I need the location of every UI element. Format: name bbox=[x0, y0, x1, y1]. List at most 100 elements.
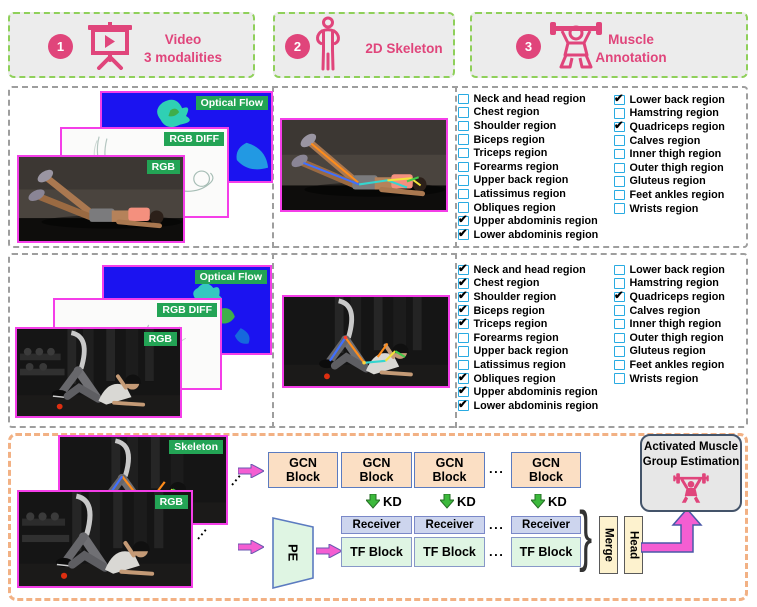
muscle-region-item: Forearms region bbox=[458, 160, 598, 174]
checkbox-unchecked-icon[interactable] bbox=[614, 346, 625, 357]
muscle-region-label: Neck and head region bbox=[473, 263, 586, 276]
muscle-region-item: Wrists region bbox=[614, 372, 725, 386]
checkbox-checked-icon[interactable]: ✔ bbox=[458, 276, 469, 289]
rgb-input-image: RGB bbox=[17, 490, 193, 588]
muscle-region-item: Shoulder region bbox=[458, 119, 598, 133]
muscle-region-item: Outer thigh region bbox=[614, 161, 725, 175]
checkbox-unchecked-icon[interactable] bbox=[614, 318, 625, 330]
muscle-region-item: Latissimus region bbox=[458, 187, 598, 201]
output-arrow-icon bbox=[641, 507, 703, 553]
checkbox-checked-icon[interactable]: ✔ bbox=[614, 120, 625, 133]
checkbox-unchecked-icon[interactable] bbox=[458, 120, 469, 132]
checkbox-checked-icon[interactable]: ✔ bbox=[458, 227, 469, 240]
checkbox-unchecked-icon[interactable] bbox=[458, 188, 469, 200]
activated-muscle-estimation-box: Activated Muscle Group Estimation bbox=[640, 434, 742, 512]
skeleton-badge: Skeleton bbox=[169, 440, 223, 454]
muscle-region-label: Lower abdominis region bbox=[473, 228, 599, 241]
checkbox-checked-icon[interactable]: ✔ bbox=[458, 304, 469, 316]
checkbox-unchecked-icon[interactable] bbox=[614, 148, 625, 160]
checkbox-checked-icon[interactable]: ✔ bbox=[458, 398, 469, 411]
optical-flow-badge: Optical Flow bbox=[195, 96, 268, 110]
rgb-diff-badge: RGB DIFF bbox=[164, 132, 224, 146]
merge-block: Merge bbox=[599, 516, 618, 574]
checkbox-unchecked-icon[interactable] bbox=[458, 359, 469, 371]
checkbox-unchecked-icon[interactable] bbox=[614, 135, 625, 146]
checkbox-unchecked-icon[interactable] bbox=[458, 147, 469, 159]
checkbox-unchecked-icon[interactable] bbox=[614, 305, 625, 316]
tf-block-3: TF Block bbox=[511, 537, 581, 567]
muscle-region-label: Triceps region bbox=[473, 147, 548, 160]
checkmark-icon: ✔ bbox=[458, 290, 468, 303]
checkbox-unchecked-icon[interactable] bbox=[614, 108, 625, 119]
checkbox-unchecked-icon[interactable] bbox=[458, 161, 469, 173]
checkbox-unchecked-icon[interactable] bbox=[614, 162, 625, 174]
kd-transfer-1: KD bbox=[366, 494, 402, 509]
muscle-region-label: Lower back region bbox=[629, 263, 725, 276]
checkbox-unchecked-icon[interactable] bbox=[614, 176, 625, 187]
checkbox-checked-icon[interactable]: ✔ bbox=[458, 214, 469, 227]
checkbox-unchecked-icon[interactable] bbox=[458, 332, 469, 344]
checkbox-unchecked-icon[interactable] bbox=[458, 134, 469, 145]
checkbox-checked-icon[interactable]: ✔ bbox=[458, 317, 469, 330]
muscle-region-item: Feet ankles region bbox=[614, 358, 725, 372]
muscle-region-label: Chest region bbox=[473, 277, 540, 290]
checkmark-icon: ✔ bbox=[614, 93, 624, 106]
checkbox-unchecked-icon[interactable] bbox=[614, 332, 625, 344]
kd-label: KD bbox=[457, 494, 476, 509]
muscle-region-item: ✔Biceps region bbox=[458, 304, 598, 318]
kd-label: KD bbox=[548, 494, 567, 509]
head-block: Head bbox=[624, 516, 643, 574]
muscle-region-item: ✔Triceps region bbox=[458, 317, 598, 331]
checkbox-checked-icon[interactable]: ✔ bbox=[614, 93, 625, 106]
gcn-block-label-line2: Block bbox=[432, 470, 467, 484]
checkbox-unchecked-icon[interactable] bbox=[458, 93, 469, 105]
muscle-region-item: ✔Upper abdominis region bbox=[458, 214, 598, 228]
weightlifter-icon bbox=[550, 22, 602, 69]
checkbox-checked-icon[interactable]: ✔ bbox=[458, 263, 469, 276]
muscle-region-label: Forearms region bbox=[473, 160, 559, 173]
ellipsis-gcn-row: ... bbox=[489, 461, 505, 476]
checkbox-unchecked-icon[interactable] bbox=[458, 346, 469, 357]
checkbox-unchecked-icon[interactable] bbox=[614, 278, 625, 289]
step-label-annotation-line2: Annotation bbox=[595, 49, 667, 65]
checkbox-unchecked-icon[interactable] bbox=[458, 175, 469, 186]
muscle-region-item: Forearms region bbox=[458, 331, 598, 345]
muscle-region-label: Hamstring region bbox=[629, 277, 719, 290]
muscle-region-label: Latissimus region bbox=[473, 358, 566, 371]
gcn-block-1: GCN Block bbox=[268, 452, 338, 488]
checkbox-unchecked-icon[interactable] bbox=[614, 359, 625, 371]
checkbox-unchecked-icon[interactable] bbox=[614, 373, 625, 384]
checkbox-checked-icon[interactable]: ✔ bbox=[458, 385, 469, 398]
checkmark-icon: ✔ bbox=[458, 398, 468, 411]
muscle-region-item: Upper back region bbox=[458, 345, 598, 359]
checkbox-checked-icon[interactable]: ✔ bbox=[458, 290, 469, 303]
muscle-region-label: Outer thigh region bbox=[629, 331, 724, 344]
checkmark-icon: ✔ bbox=[458, 276, 468, 289]
tf-block-2: TF Block bbox=[414, 537, 485, 567]
checkbox-unchecked-icon[interactable] bbox=[614, 264, 625, 276]
checkmark-icon: ✔ bbox=[458, 317, 468, 330]
step-number-1: 1 bbox=[48, 34, 73, 59]
checkbox-unchecked-icon[interactable] bbox=[458, 107, 469, 118]
checkbox-checked-icon[interactable]: ✔ bbox=[458, 372, 469, 384]
muscle-region-label: Biceps region bbox=[473, 133, 545, 146]
pe-label: PE bbox=[285, 544, 301, 562]
checkbox-checked-icon[interactable]: ✔ bbox=[614, 290, 625, 303]
muscle-region-item: ✔Lower abdominis region bbox=[458, 399, 598, 413]
checkmark-icon: ✔ bbox=[614, 290, 624, 303]
muscle-region-item: ✔ Quadriceps region bbox=[614, 290, 725, 304]
checkbox-unchecked-icon[interactable] bbox=[614, 203, 625, 214]
ellipsis-receiver-row: ... bbox=[489, 517, 505, 532]
step-number-1-text: 1 bbox=[56, 39, 65, 54]
muscle-region-label: Quadriceps region bbox=[629, 290, 725, 303]
checkmark-icon: ✔ bbox=[458, 214, 468, 227]
muscle-region-item: Gluteus region bbox=[614, 175, 725, 189]
checkbox-unchecked-icon[interactable] bbox=[458, 202, 469, 213]
muscle-region-item: Latissimus region bbox=[458, 358, 598, 372]
checkbox-unchecked-icon[interactable] bbox=[614, 189, 625, 201]
checkmark-icon: ✔ bbox=[458, 227, 468, 240]
rgb-image-row1: RGB bbox=[17, 155, 185, 243]
